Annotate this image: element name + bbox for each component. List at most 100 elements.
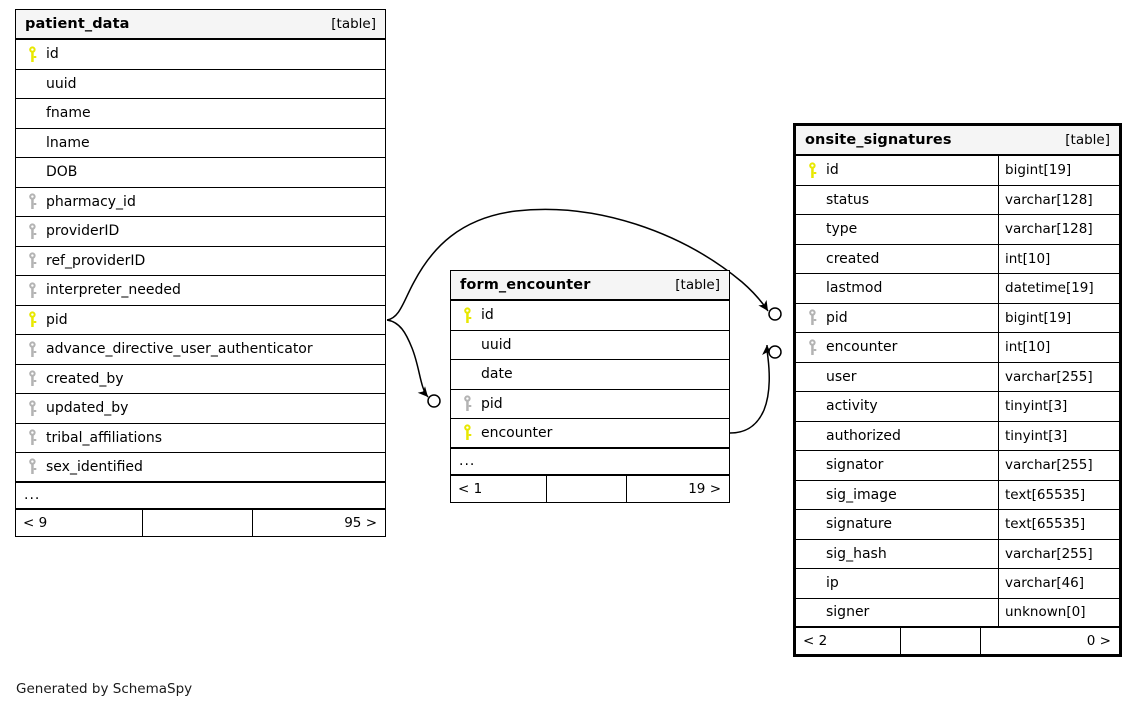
foreign-key-icon (23, 193, 42, 211)
table-row-pid[interactable]: pid (16, 306, 385, 335)
table-row[interactable]: sig_hash varchar[255] (796, 539, 1119, 569)
table-row[interactable]: type varchar[128] (796, 215, 1119, 245)
column-name: activity (826, 398, 878, 415)
column-cell: providerID (16, 217, 385, 246)
more-columns-indicator[interactable]: ... (16, 483, 385, 510)
table-patient_data[interactable]: patient_data [table] id uuid (15, 9, 386, 537)
table-row[interactable]: tribal_affiliations (16, 424, 385, 453)
table-row[interactable]: authorized tinyint[3] (796, 421, 1119, 451)
table-row[interactable]: created_by (16, 365, 385, 394)
column-name: signator (826, 457, 884, 474)
table-row[interactable]: activity tinyint[3] (796, 392, 1119, 422)
table-row[interactable]: updated_by (16, 394, 385, 424)
column-cell: pid (16, 306, 385, 335)
table-row[interactable]: ref_providerID (16, 247, 385, 276)
foreign-key-icon (458, 395, 477, 413)
no-key-spacer (458, 365, 477, 383)
table-row-encounter[interactable]: encounter int[10] (796, 333, 1119, 363)
column-type: text[65535] (998, 510, 1119, 539)
column-cell: user (796, 363, 998, 392)
edge-patientdata-pid-to-formencounter-pid (386, 319, 429, 398)
table-row[interactable]: sig_image text[65535] (796, 480, 1119, 510)
column-name: signature (826, 516, 892, 533)
no-key-spacer (803, 279, 822, 297)
more-columns-indicator[interactable]: ... (451, 449, 729, 476)
table-row[interactable]: id bigint[19] (796, 156, 1119, 186)
column-type: tinyint[3] (998, 392, 1119, 421)
table-row[interactable]: status varchar[128] (796, 185, 1119, 215)
column-name: signer (826, 604, 870, 621)
table-row[interactable]: DOB (16, 158, 385, 188)
no-key-spacer (803, 456, 822, 474)
table-row[interactable]: ip varchar[46] (796, 569, 1119, 599)
table-row[interactable]: providerID (16, 217, 385, 247)
column-type: varchar[46] (998, 569, 1119, 598)
table-row[interactable]: uuid (16, 70, 385, 99)
footer-outgoing-count[interactable]: 95 > (252, 509, 385, 536)
table-form_encounter[interactable]: form_encounter [table] id uuid (450, 270, 730, 503)
column-type: varchar[128] (998, 215, 1119, 244)
table-row[interactable]: advance_directive_user_authenticator (16, 335, 385, 365)
column-cell: interpreter_needed (16, 276, 385, 305)
no-key-spacer (803, 250, 822, 268)
column-type: varchar[128] (998, 185, 1119, 214)
table-row-pid[interactable]: pid (451, 390, 729, 419)
footer-incoming-count[interactable]: < 1 (458, 480, 483, 497)
footer-incoming-count[interactable]: < 2 (803, 633, 828, 649)
foreign-key-icon (23, 399, 42, 417)
table-footer-patient_data: < 9 95 > (16, 509, 385, 536)
foreign-key-icon (23, 252, 42, 270)
column-cell: type (796, 215, 998, 244)
table-row[interactable]: created int[10] (796, 244, 1119, 274)
table-row[interactable]: lname (16, 129, 385, 158)
column-type: int[10] (998, 244, 1119, 273)
table-row-pid[interactable]: pid bigint[19] (796, 303, 1119, 333)
footer-outgoing-count[interactable]: 19 > (626, 475, 729, 502)
no-key-spacer (803, 515, 822, 533)
no-key-spacer (803, 486, 822, 504)
column-cell: updated_by (16, 394, 385, 423)
table-title: patient_data (25, 16, 130, 32)
column-name: pid (46, 311, 68, 328)
foreign-key-icon (23, 281, 42, 299)
column-cell: pid (451, 390, 729, 419)
footer-outgoing-count[interactable]: 0 > (980, 628, 1119, 654)
table-row[interactable]: signature text[65535] (796, 510, 1119, 540)
footer-incoming-count[interactable]: < 9 (23, 514, 48, 531)
table-row[interactable]: date (451, 360, 729, 390)
table-row-encounter[interactable]: encounter (451, 419, 729, 449)
column-name: authorized (826, 427, 901, 444)
column-cell: tribal_affiliations (16, 424, 385, 453)
column-name: status (826, 191, 870, 208)
column-list-onsite_signatures: id bigint[19] status varchar[128] type v… (796, 156, 1119, 628)
column-name: id (481, 307, 494, 324)
column-cell: lname (16, 129, 385, 158)
column-type: unknown[0] (998, 598, 1119, 626)
table-row[interactable]: interpreter_needed (16, 276, 385, 306)
primary-key-icon (803, 161, 822, 179)
column-cell: fname (16, 99, 385, 128)
column-name: tribal_affiliations (46, 429, 163, 446)
table-header-onsite_signatures: onsite_signatures [table] (796, 126, 1119, 156)
no-key-spacer (803, 397, 822, 415)
table-row[interactable]: pharmacy_id (16, 188, 385, 217)
column-type: bigint[19] (998, 303, 1119, 332)
table-row[interactable]: user varchar[255] (796, 362, 1119, 392)
table-header-form_encounter: form_encounter [table] (451, 271, 729, 301)
column-cell: ip (796, 569, 998, 598)
table-row[interactable]: signator varchar[255] (796, 451, 1119, 481)
table-row[interactable]: signer unknown[0] (796, 598, 1119, 628)
table-row[interactable]: fname (16, 99, 385, 129)
table-row[interactable]: id (16, 40, 385, 70)
table-row[interactable]: uuid (451, 331, 729, 360)
column-name: encounter (481, 424, 553, 441)
no-key-spacer (803, 427, 822, 445)
column-cell: id (796, 156, 998, 185)
column-cell: advance_directive_user_authenticator (16, 335, 385, 364)
table-row[interactable]: sex_identified (16, 453, 385, 483)
column-name: pharmacy_id (46, 193, 136, 210)
table-row[interactable]: lastmod datetime[19] (796, 274, 1119, 304)
table-row[interactable]: id (451, 301, 729, 331)
column-name: lastmod (826, 280, 883, 297)
table-onsite_signatures[interactable]: onsite_signatures [table] id bigint[19] … (793, 123, 1122, 657)
